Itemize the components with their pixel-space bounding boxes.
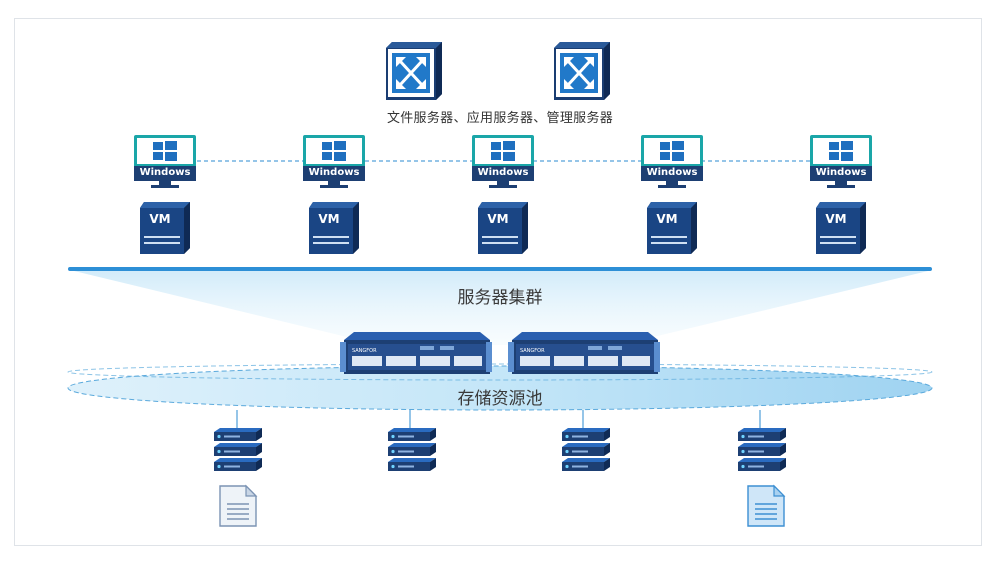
windows-label: Windows — [139, 167, 191, 178]
storage-pool-top-edge — [67, 363, 933, 381]
vm-label: VM — [825, 212, 847, 226]
windows-label: Windows — [477, 167, 529, 178]
rack-brand-label: SANGFOR — [520, 348, 545, 354]
vm-box-icon — [478, 202, 528, 254]
switch-icon — [386, 42, 442, 100]
vm-box-icon — [647, 202, 697, 254]
switch-icon — [554, 42, 610, 100]
vm-label: VM — [318, 212, 340, 226]
storage-stack-icon — [562, 428, 610, 471]
windows-monitor-icon — [810, 135, 872, 188]
storage-stack-icon — [738, 428, 786, 471]
vm-box-icon — [309, 202, 359, 254]
document-icon — [747, 484, 786, 527]
vm-label: VM — [149, 212, 171, 226]
top-servers-caption: 文件服务器、应用服务器、管理服务器 — [386, 111, 614, 126]
windows-label: Windows — [815, 167, 867, 178]
windows-label: Windows — [308, 167, 360, 178]
storage-stack-icon — [388, 428, 436, 471]
vm-label: VM — [487, 212, 509, 226]
windows-monitor-icon — [134, 135, 196, 188]
rack-server-icon: SANGFOR — [340, 332, 492, 374]
windows-monitor-icon — [472, 135, 534, 188]
cluster-bar — [68, 267, 932, 271]
document-icon — [219, 484, 258, 527]
windows-label: Windows — [646, 167, 698, 178]
storage-pool-label: 存储资源池 — [457, 389, 543, 409]
vm-box-icon — [816, 202, 866, 254]
cluster-label: 服务器集群 — [457, 288, 543, 308]
vm-box-icon — [140, 202, 190, 254]
storage-pool-ellipse — [67, 365, 933, 411]
windows-monitor-icon — [303, 135, 365, 188]
storage-stack-icon — [214, 428, 262, 471]
vm-label: VM — [656, 212, 678, 226]
rack-brand-label: SANGFOR — [352, 348, 377, 354]
windows-monitor-icon — [641, 135, 703, 188]
rack-server-icon: SANGFOR — [508, 332, 660, 374]
cluster-fan — [70, 270, 932, 345]
